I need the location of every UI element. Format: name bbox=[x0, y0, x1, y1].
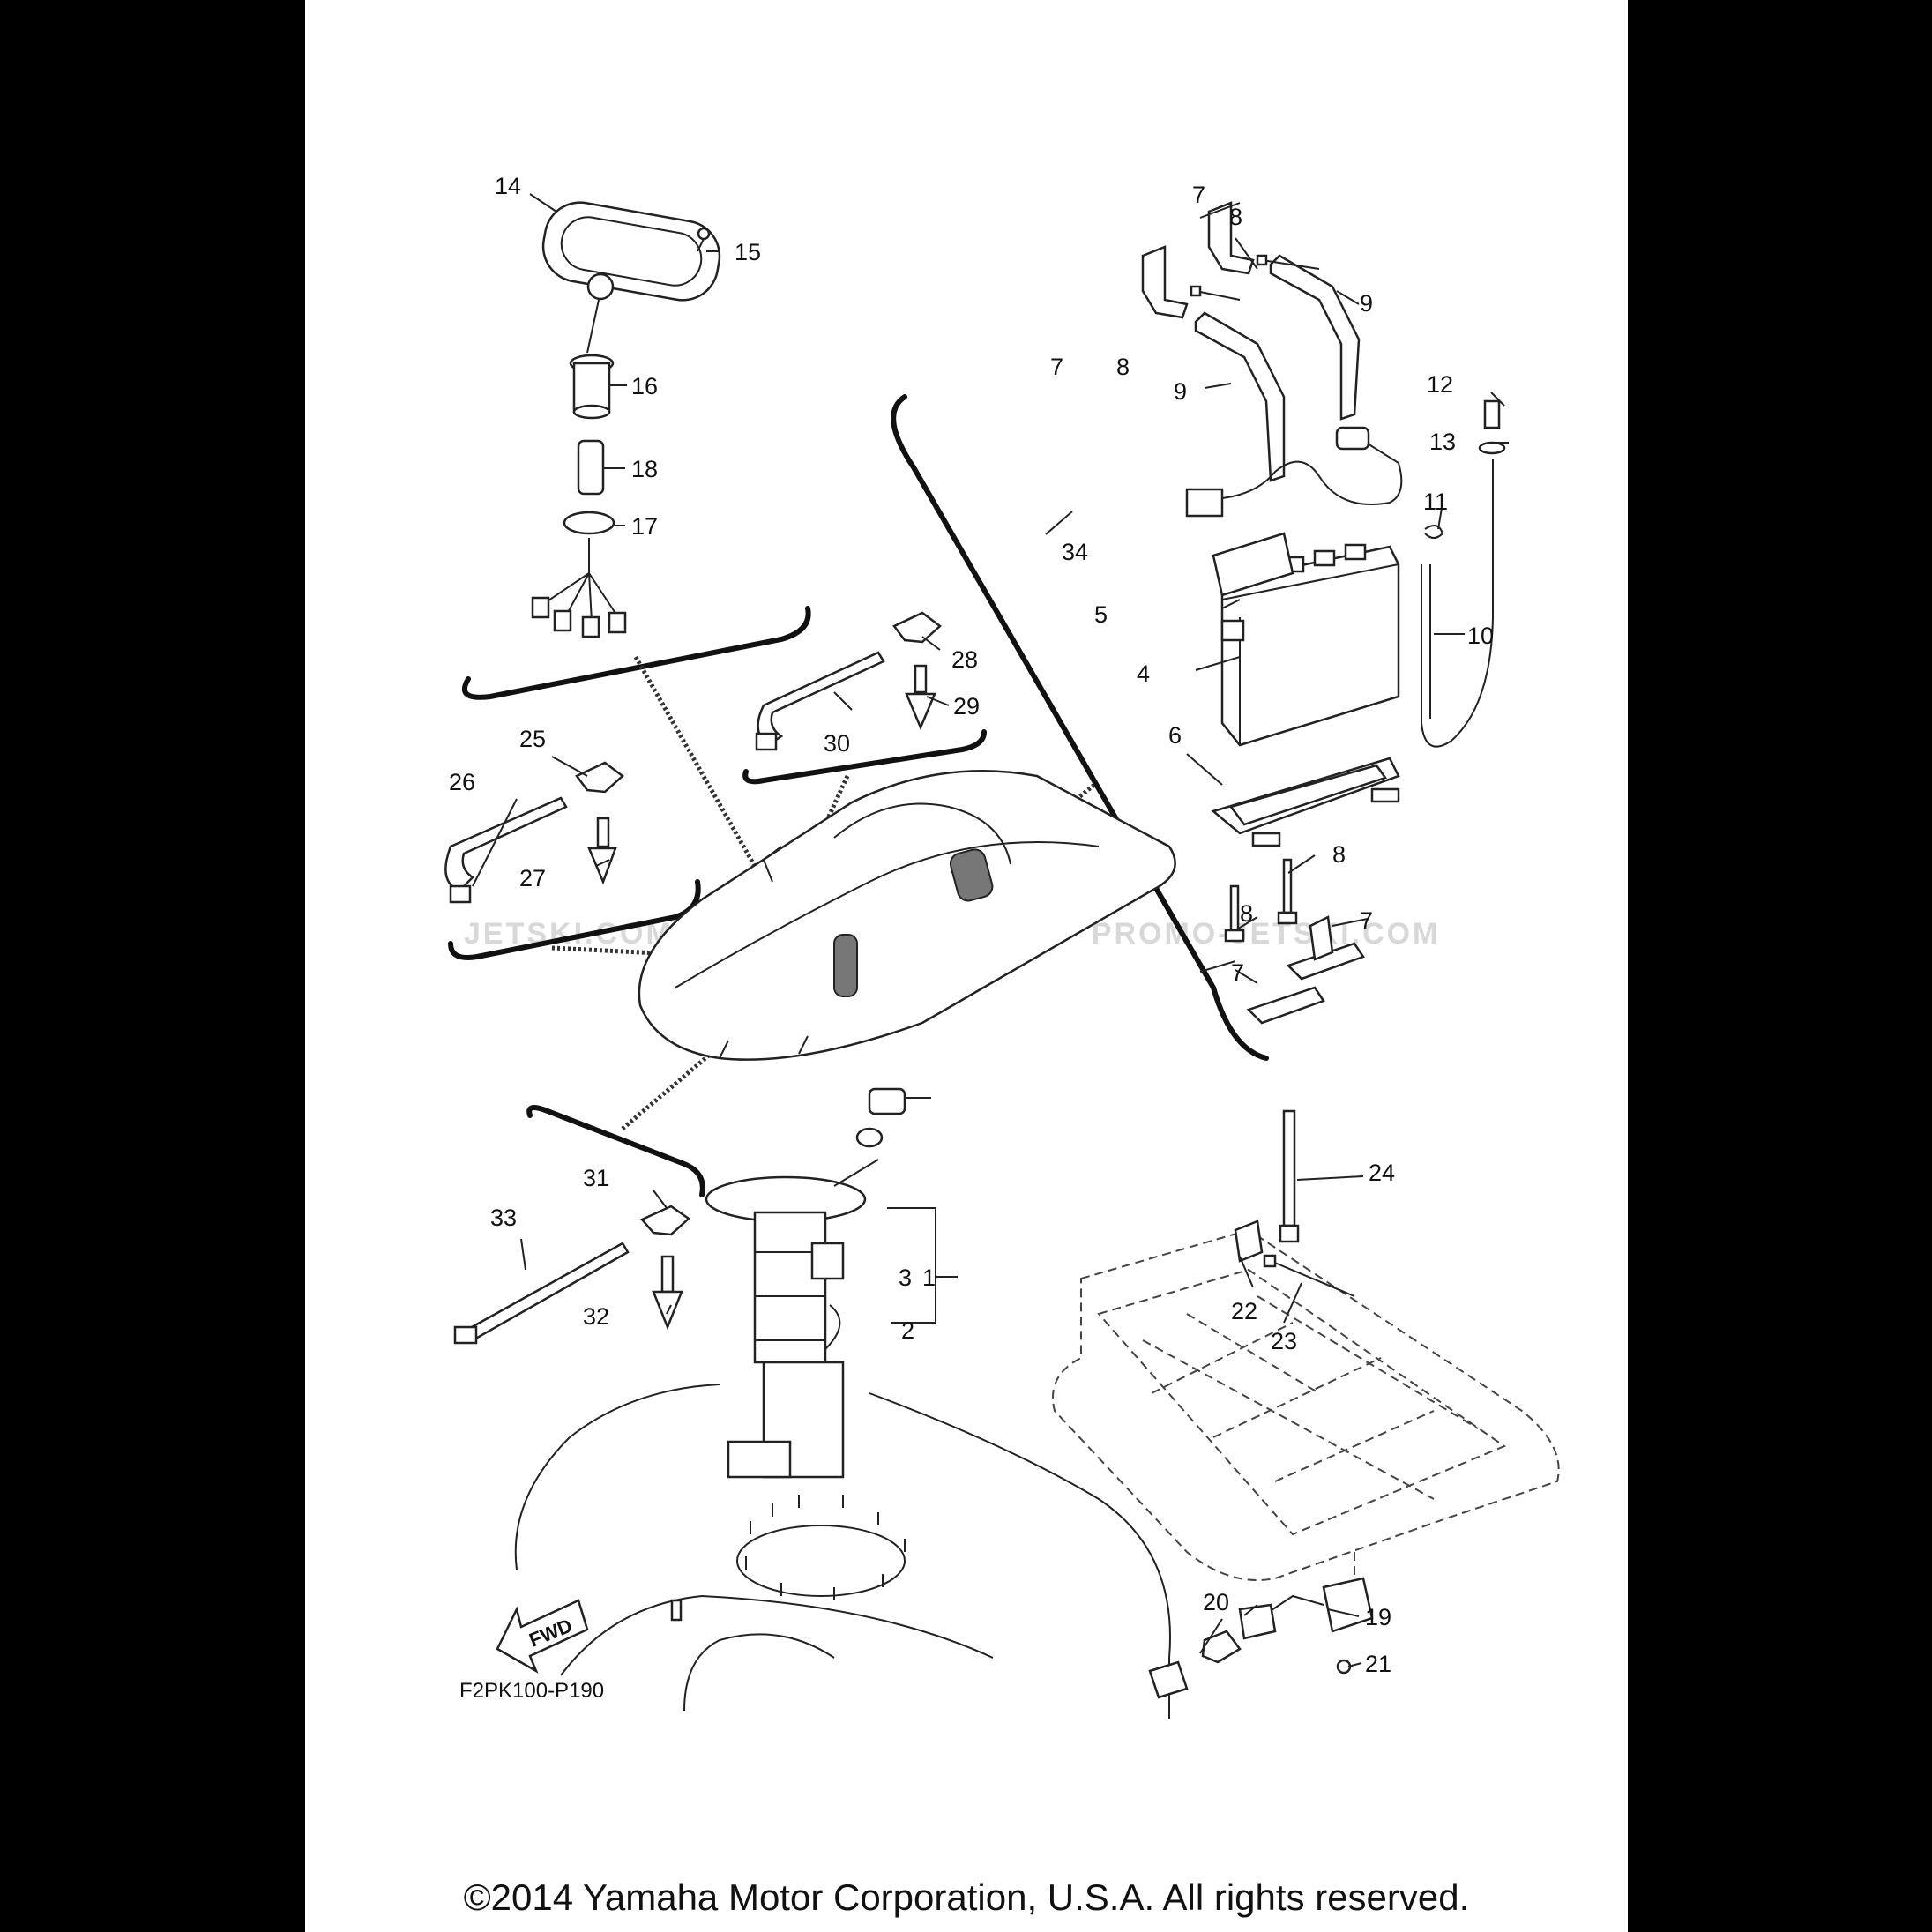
label-23: 23 bbox=[1271, 1328, 1297, 1354]
label-2: 2 bbox=[901, 1317, 914, 1344]
label-22: 22 bbox=[1231, 1298, 1257, 1324]
label-8-upper-right: 8 bbox=[1229, 204, 1242, 230]
label-17: 17 bbox=[631, 513, 658, 540]
part-pad-5 bbox=[1212, 532, 1294, 597]
diagram-sheet: JETSKI.COM · PROMO-JETSKI.COM · PROMO-JE… bbox=[305, 0, 1628, 1932]
label-3: 3 bbox=[899, 1264, 912, 1291]
copyright-notice: ©2014 Yamaha Motor Corporation, U.S.A. A… bbox=[463, 1876, 1470, 1918]
label-26: 26 bbox=[449, 769, 475, 795]
part-pin-8-upper-a bbox=[1256, 254, 1320, 270]
part-band-17 bbox=[563, 511, 615, 535]
label-21: 21 bbox=[1365, 1651, 1391, 1677]
part-fitting-12 bbox=[1483, 399, 1501, 429]
part-screw-15 bbox=[697, 227, 711, 252]
label-11: 11 bbox=[1423, 489, 1448, 515]
part-sleeve-18 bbox=[577, 439, 605, 496]
part-band-9b bbox=[1269, 254, 1361, 421]
part-bracket-7-upper-a bbox=[1141, 245, 1189, 319]
exploded-parts-diagram: JETSKI.COM · PROMO-JETSKI.COM · PROMO-JE… bbox=[444, 173, 1560, 1719]
part-clip-28 bbox=[892, 611, 942, 644]
part-battery-tray-6 bbox=[1211, 757, 1400, 847]
part-cable-tie-24 bbox=[1279, 1109, 1300, 1243]
part-fuel-tank-outline bbox=[514, 1384, 1171, 1719]
label-30: 30 bbox=[824, 730, 850, 757]
callout-bracket-mid-left bbox=[448, 879, 701, 960]
label-5: 5 bbox=[1094, 601, 1108, 628]
label-33: 33 bbox=[490, 1205, 517, 1231]
part-frame-outline bbox=[1052, 1228, 1560, 1614]
label-27: 27 bbox=[519, 865, 546, 891]
part-bracket-7-lower-a bbox=[1286, 915, 1365, 981]
part-rivet-32 bbox=[652, 1255, 683, 1331]
part-bracket-7-lower-b bbox=[1246, 986, 1325, 1025]
callout-arc-battery bbox=[891, 394, 1269, 1061]
part-clip-11 bbox=[1424, 525, 1444, 539]
part-band-9a bbox=[1194, 311, 1286, 482]
part-cable-tie-26 bbox=[444, 796, 568, 904]
part-bracket-7-upper-b bbox=[1207, 201, 1255, 275]
callout-bracket-top-left bbox=[461, 606, 811, 700]
part-rivet-27 bbox=[587, 817, 617, 885]
label-10: 10 bbox=[1467, 623, 1494, 649]
part-harness-connectors bbox=[531, 538, 627, 638]
part-lead-34 bbox=[1185, 426, 1403, 518]
label-20: 20 bbox=[1203, 1589, 1229, 1615]
part-fuel-fitting bbox=[855, 1087, 931, 1148]
part-cable-tie-30 bbox=[755, 651, 885, 751]
part-rivet-29 bbox=[905, 664, 936, 731]
label-7-upper-left: 7 bbox=[1050, 354, 1063, 380]
label-9-left: 9 bbox=[1174, 378, 1187, 405]
part-clip-31 bbox=[639, 1205, 691, 1236]
label-6: 6 bbox=[1168, 722, 1182, 749]
part-cable-tie-33 bbox=[453, 1242, 630, 1345]
diagram-code: F2PK100-P190 bbox=[459, 1679, 604, 1703]
part-holder-22 bbox=[1234, 1220, 1264, 1263]
part-battery-4 bbox=[1220, 543, 1400, 747]
part-nut-20 bbox=[1148, 1630, 1242, 1699]
part-breather-10 bbox=[1421, 459, 1494, 748]
watercraft-illustration bbox=[638, 770, 1176, 1061]
label-24: 24 bbox=[1369, 1160, 1395, 1186]
part-pin-8-upper-b bbox=[1190, 285, 1241, 301]
part-sensor-19 bbox=[1238, 1577, 1374, 1640]
label-4: 4 bbox=[1137, 660, 1150, 687]
part-fuel-pump-1 bbox=[705, 1159, 879, 1479]
label-31: 31 bbox=[583, 1165, 609, 1191]
label-8-lower-left: 8 bbox=[1240, 900, 1253, 927]
label-32: 32 bbox=[583, 1303, 609, 1330]
part-pin-23 bbox=[1263, 1254, 1355, 1297]
label-25: 25 bbox=[519, 726, 546, 752]
label-18: 18 bbox=[631, 456, 658, 482]
label-16: 16 bbox=[631, 373, 658, 399]
label-leader-lines bbox=[472, 193, 1509, 1667]
label-1: 1 bbox=[922, 1264, 936, 1291]
part-hatch-cover bbox=[541, 201, 721, 302]
part-number-labels: 1 2 3 4 5 6 7 7 7 7 8 8 8 8 9 9 10 11 12… bbox=[449, 173, 1494, 1677]
label-7-lower-left: 7 bbox=[1231, 959, 1244, 986]
label-8-upper-left: 8 bbox=[1116, 354, 1130, 380]
label-7-upper-right: 7 bbox=[1192, 182, 1205, 208]
part-clip-25 bbox=[575, 761, 624, 794]
part-pin-8-lower-a bbox=[1277, 858, 1298, 925]
label-29: 29 bbox=[953, 693, 980, 720]
leader-line-1 bbox=[633, 655, 766, 884]
part-screw-21 bbox=[1336, 1659, 1352, 1675]
callout-bracket-clip bbox=[742, 729, 987, 785]
label-13: 13 bbox=[1429, 429, 1456, 455]
part-grommet-16 bbox=[569, 354, 615, 420]
label-28: 28 bbox=[951, 646, 978, 673]
label-9-right: 9 bbox=[1360, 290, 1373, 317]
label-34: 34 bbox=[1062, 539, 1088, 565]
label-19: 19 bbox=[1365, 1604, 1391, 1630]
label-15: 15 bbox=[735, 239, 761, 265]
part-clamp-13 bbox=[1478, 441, 1506, 455]
label-8-lower-right: 8 bbox=[1332, 841, 1346, 868]
label-14: 14 bbox=[495, 173, 521, 199]
label-12: 12 bbox=[1427, 371, 1453, 398]
label-7-lower-right: 7 bbox=[1360, 907, 1373, 934]
part-pin-8-lower-b bbox=[1224, 884, 1245, 943]
callout-bracket-fuel-pump bbox=[526, 1105, 705, 1197]
